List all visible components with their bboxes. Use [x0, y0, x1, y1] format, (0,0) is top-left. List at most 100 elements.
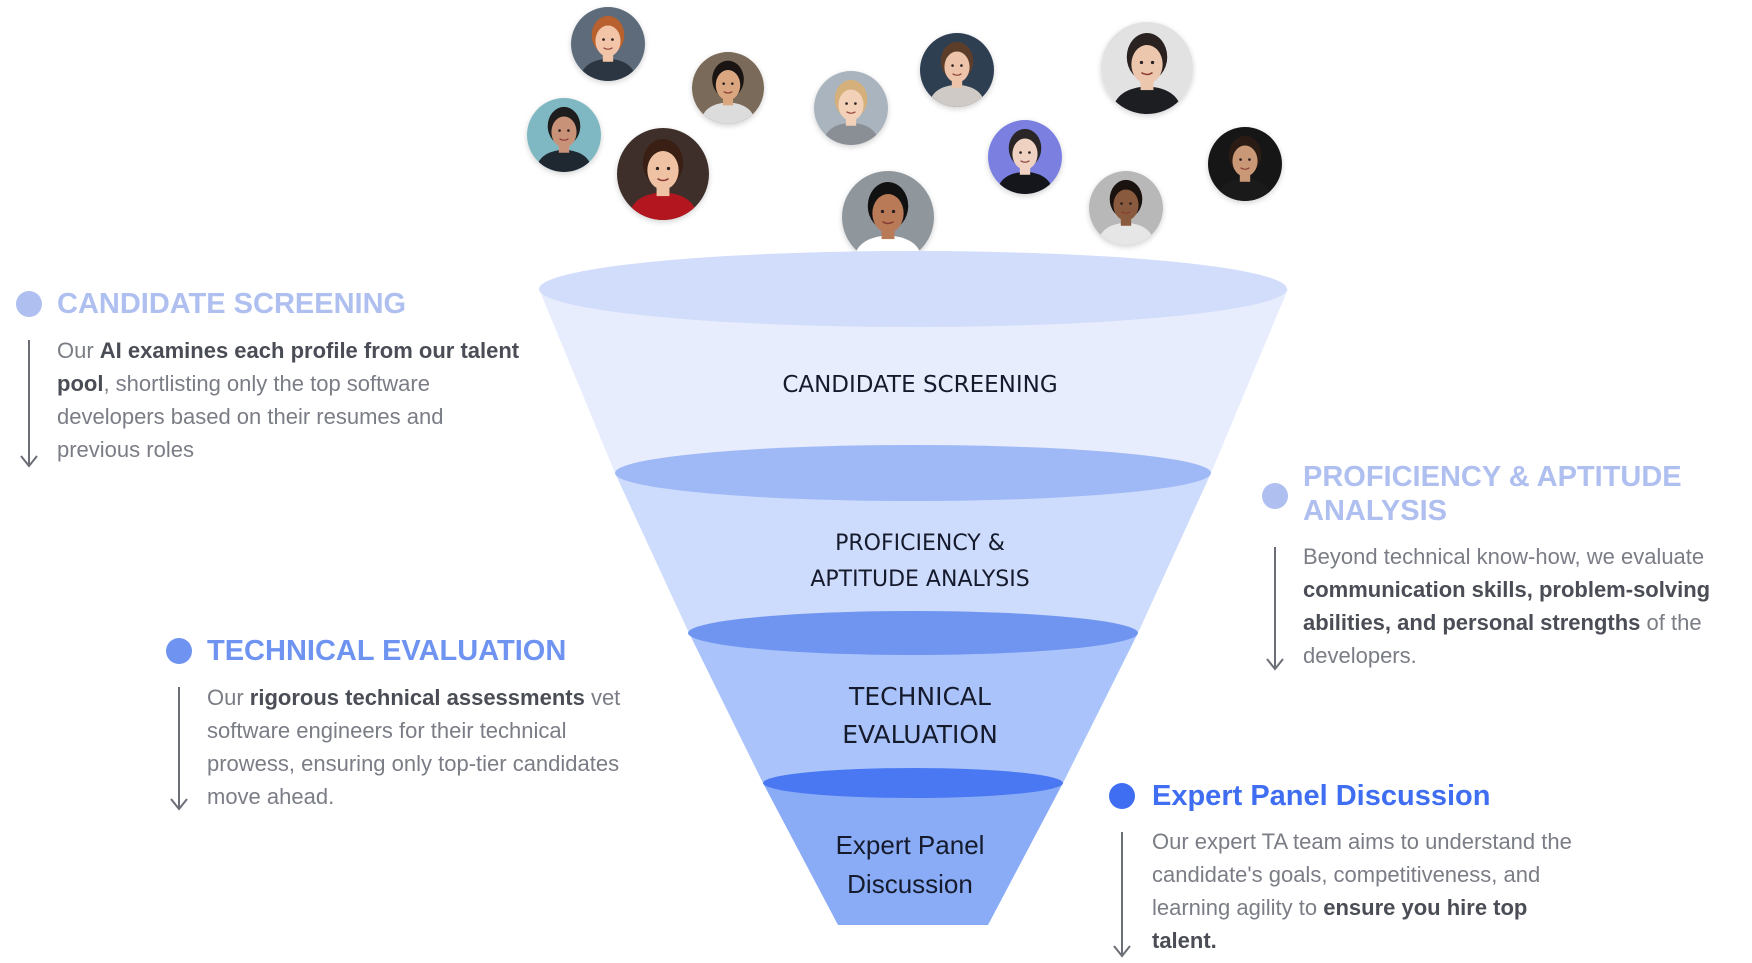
step-description: Our AI examines each profile from our ta… — [57, 338, 520, 462]
portrait-eye — [891, 209, 896, 214]
arrow-down-icon — [170, 687, 188, 811]
funnel-label-proficiency: PROFICIENCY & APTITUDE ANALYSIS — [720, 526, 1120, 598]
portrait-photo — [617, 128, 709, 220]
portrait-eye — [1239, 158, 1242, 161]
portrait-eye — [951, 64, 954, 67]
portrait-eye — [655, 166, 660, 171]
portrait-photo — [1101, 22, 1193, 114]
portrait-mouth — [882, 220, 894, 225]
portrait-mouth — [1240, 167, 1250, 170]
funnel-label-screening: CANDIDATE SCREENING — [782, 372, 1058, 398]
funnel-label-expert-line1: Expert Panel — [835, 830, 985, 860]
step-dot — [16, 291, 42, 317]
portrait-face — [1232, 145, 1258, 177]
portrait-shoulders — [535, 149, 593, 172]
candidate-avatar — [920, 33, 994, 107]
candidate-avatar — [527, 98, 601, 172]
portrait-face — [872, 194, 904, 233]
portrait-mouth — [723, 91, 733, 94]
portrait-shoulders — [928, 84, 986, 107]
portrait-shoulders — [996, 171, 1054, 194]
funnel-label-proficiency-line1: PROFICIENCY & — [835, 531, 1005, 556]
step-title: TECHNICAL EVALUATION — [207, 635, 567, 667]
candidate-avatar — [988, 120, 1062, 194]
portrait-eye — [611, 38, 614, 41]
arrow-down-icon — [1266, 547, 1284, 671]
portrait-mouth — [952, 73, 962, 76]
portrait-eye — [731, 82, 734, 85]
candidate-avatar — [692, 52, 764, 124]
portrait-photo — [988, 120, 1062, 194]
step-dot — [1262, 483, 1288, 509]
portrait-shoulders — [1112, 86, 1182, 114]
portrait-shoulders — [1097, 222, 1155, 245]
candidate-avatar — [814, 71, 888, 145]
candidate-avatar — [1208, 127, 1282, 201]
portrait-photo — [692, 52, 764, 124]
step-description: Beyond technical know-how, we evaluate c… — [1303, 544, 1711, 668]
portrait-eye — [960, 64, 963, 67]
portrait-shoulders — [628, 192, 698, 220]
portrait-eye — [602, 38, 605, 41]
funnel-rim-2 — [615, 445, 1211, 501]
portrait-eye — [1248, 158, 1251, 161]
portrait-mouth — [1020, 160, 1030, 163]
funnel-label-expert-line2: Discussion — [847, 869, 973, 899]
portrait-shoulders — [1216, 178, 1274, 201]
funnel-label-technical: TECHNICAL EVALUATION — [760, 678, 1080, 754]
candidate-avatar — [1101, 22, 1193, 114]
portrait-eye — [1120, 202, 1123, 205]
step-description: Our expert TA team aims to understand th… — [1152, 829, 1572, 953]
portrait-mouth — [603, 47, 613, 50]
portrait-face — [1113, 189, 1139, 221]
funnel-label-expert: Expert Panel Discussion — [770, 826, 1050, 904]
portrait-eye — [845, 102, 848, 105]
candidate-avatar — [1089, 171, 1163, 245]
portrait-face — [595, 25, 621, 57]
funnel-stage-4 — [763, 783, 1063, 925]
portrait-eye — [880, 209, 885, 214]
funnel-label-technical-line2: EVALUATION — [842, 720, 998, 749]
portrait-mouth — [657, 177, 669, 182]
candidate-avatar — [617, 128, 709, 220]
funnel-stage-2 — [615, 473, 1211, 633]
arrow-down-icon — [20, 340, 38, 468]
portrait-mouth — [846, 111, 856, 114]
portrait-eye — [1139, 60, 1144, 65]
portrait-photo — [814, 71, 888, 145]
portrait-eye — [666, 166, 671, 171]
funnel-rim-top — [539, 251, 1287, 327]
step-title: Expert Panel Discussion — [1152, 780, 1491, 812]
portrait-face — [715, 70, 741, 101]
candidate-avatar — [571, 7, 645, 81]
portrait-mouth — [1141, 71, 1153, 76]
step-title: PROFICIENCY & APTITUDE ANALYSIS — [1303, 461, 1682, 527]
step-description: Our rigorous technical assessments vet s… — [207, 685, 621, 809]
portrait-eye — [567, 129, 570, 132]
arrow-down-icon — [1113, 832, 1131, 958]
portrait-eye — [1019, 151, 1022, 154]
portrait-photo — [1208, 127, 1282, 201]
step-dot — [1109, 783, 1135, 809]
portrait-eye — [854, 102, 857, 105]
portrait-face — [944, 51, 970, 83]
portrait-photo — [1089, 171, 1163, 245]
portrait-shoulders — [822, 122, 880, 145]
step-title: CANDIDATE SCREENING — [57, 288, 407, 320]
funnel-rim-4 — [763, 768, 1063, 798]
portrait-face — [838, 89, 864, 121]
portrait-face — [1012, 138, 1038, 170]
portrait-face — [551, 116, 577, 148]
portrait-photo — [527, 98, 601, 172]
funnel-rim-3 — [688, 611, 1138, 655]
portrait-mouth — [1121, 211, 1131, 214]
portrait-shoulders — [579, 58, 637, 81]
portrait-photo — [571, 7, 645, 81]
portrait-eye — [1150, 60, 1155, 65]
portrait-eye — [722, 82, 725, 85]
funnel-label-proficiency-line2: APTITUDE ANALYSIS — [810, 567, 1030, 592]
step-dot — [166, 638, 192, 664]
portrait-eye — [558, 129, 561, 132]
funnel-stage-1 — [539, 289, 1288, 473]
